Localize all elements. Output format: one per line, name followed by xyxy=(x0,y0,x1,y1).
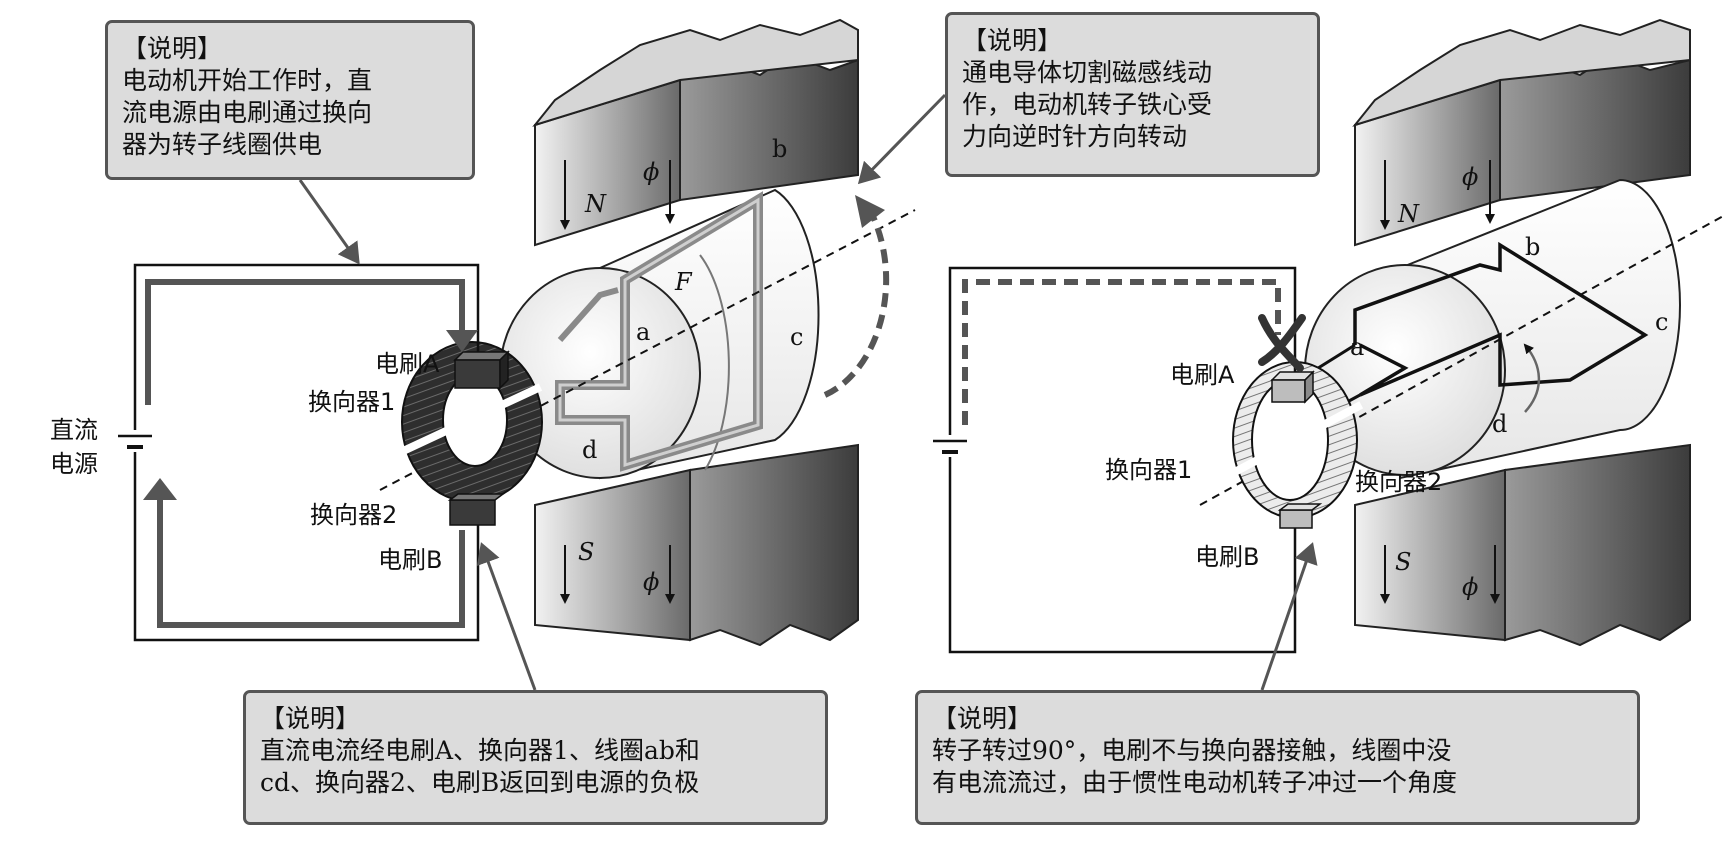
left-force-label: F xyxy=(674,268,693,296)
left-flux-top-label: ϕ xyxy=(643,158,659,186)
left-pole-n-label: N xyxy=(584,190,607,218)
right-brush-b xyxy=(1277,503,1323,529)
left-pointer-bottom-note xyxy=(476,542,537,691)
note-top-right: 【说明】 通电导体切割磁感线动 作，电动机转子铁心受 力向逆时针方向转动 xyxy=(945,12,1320,177)
left-pointer-top-note xyxy=(298,179,360,265)
note-line: 通电导体切割磁感线动 xyxy=(962,58,1213,87)
left-brush-a xyxy=(453,350,510,390)
note-line: 转子转过90°，电刷不与换向器接触，线圈中没 xyxy=(932,736,1452,765)
left-current-arrow-up xyxy=(143,478,177,500)
left-point-d: d xyxy=(582,436,597,464)
right-rotation-arrow xyxy=(1523,343,1541,413)
right-north-pole xyxy=(1352,18,1691,247)
note-line: 流电源由电刷通过换向 xyxy=(122,98,373,127)
right-brush-a xyxy=(1270,370,1315,404)
left-brush-a-label: 电刷A xyxy=(375,350,440,378)
left-point-b: b xyxy=(772,135,787,163)
left-current-path-top xyxy=(145,279,465,405)
left-power-label-1: 直流 xyxy=(50,416,98,444)
note-line: 直流电流经电刷A、换向器1、线圈ab和 xyxy=(260,736,700,765)
note-line: 作，电动机转子铁心受 xyxy=(962,90,1213,119)
right-south-pole xyxy=(1354,443,1691,647)
left-point-c: c xyxy=(790,323,803,351)
note-line: 有电流流过，由于惯性电动机转子冲过一个角度 xyxy=(932,768,1458,797)
note-top-left: 【说明】 电动机开始工作时，直 流电源由电刷通过换向 器为转子线圈供电 xyxy=(105,20,475,180)
right-motor: 电刷A 电刷B 换向器1 换向器2 N S ϕ ϕ a b c d xyxy=(933,18,1726,691)
left-rotation-arrowhead xyxy=(855,195,885,228)
right-pole-n-label: N xyxy=(1397,200,1420,228)
left-brush-b-label: 电刷B xyxy=(378,546,442,574)
right-commutator-2-label: 换向器2 xyxy=(1355,468,1442,496)
left-commutator-2-label: 换向器2 xyxy=(310,501,397,529)
right-point-a: a xyxy=(1350,333,1364,361)
note-line: 器为转子线圈供电 xyxy=(122,130,323,159)
left-power-label-2: 电源 xyxy=(50,450,98,478)
left-south-pole xyxy=(534,443,859,647)
right-pointer-bottom-note xyxy=(1260,542,1318,691)
left-flux-bottom-label: ϕ xyxy=(643,568,659,596)
left-pole-s-label: S xyxy=(578,538,594,566)
cross-mark-icon xyxy=(1258,314,1306,372)
note-title: 【说明】 xyxy=(122,34,223,63)
right-flux-bottom-label: ϕ xyxy=(1462,573,1478,601)
right-battery xyxy=(933,435,967,457)
left-north-pole xyxy=(532,18,859,247)
left-circuit-wire xyxy=(133,263,480,642)
right-point-d: d xyxy=(1492,410,1507,438)
left-commutator-1-label: 换向器1 xyxy=(308,388,395,416)
right-pole-s-label: S xyxy=(1395,548,1411,576)
left-motor: 直流 电源 电刷A 电刷B 换向器1 换向器2 N S ϕ ϕ F a b c … xyxy=(50,18,947,691)
right-circuit-wire xyxy=(948,266,1297,654)
note-bottom-right: 【说明】 转子转过90°，电刷不与换向器接触，线圈中没 有电流流过，由于惯性电动… xyxy=(915,690,1640,825)
note-title: 【说明】 xyxy=(260,704,361,733)
note-line: cd、换向器2、电刷B返回到电源的负极 xyxy=(260,768,700,797)
left-current-arrow-down xyxy=(446,330,478,352)
note-line: 电动机开始工作时，直 xyxy=(122,66,373,95)
right-brush-a-label: 电刷A xyxy=(1170,361,1235,389)
left-battery xyxy=(118,430,152,452)
left-brush-b xyxy=(447,493,506,526)
right-commutator-1-label: 换向器1 xyxy=(1105,456,1192,484)
right-brush-b-label: 电刷B xyxy=(1195,543,1259,571)
note-title: 【说明】 xyxy=(932,704,1033,733)
right-point-c: c xyxy=(1655,308,1668,336)
note-title: 【说明】 xyxy=(962,26,1063,55)
left-current-path xyxy=(157,485,465,628)
left-point-a: a xyxy=(636,318,650,346)
right-flux-top-label: ϕ xyxy=(1462,163,1478,191)
note-line: 力向逆时针方向转动 xyxy=(962,122,1188,151)
note-bottom-left: 【说明】 直流电流经电刷A、换向器1、线圈ab和 cd、换向器2、电刷B返回到电… xyxy=(243,690,828,825)
left-coil xyxy=(555,191,763,472)
left-rotation-arrow xyxy=(823,208,890,398)
right-dashed-current xyxy=(962,279,1281,425)
right-pointer-top-note-to-left xyxy=(857,93,947,185)
right-point-b: b xyxy=(1525,233,1540,261)
